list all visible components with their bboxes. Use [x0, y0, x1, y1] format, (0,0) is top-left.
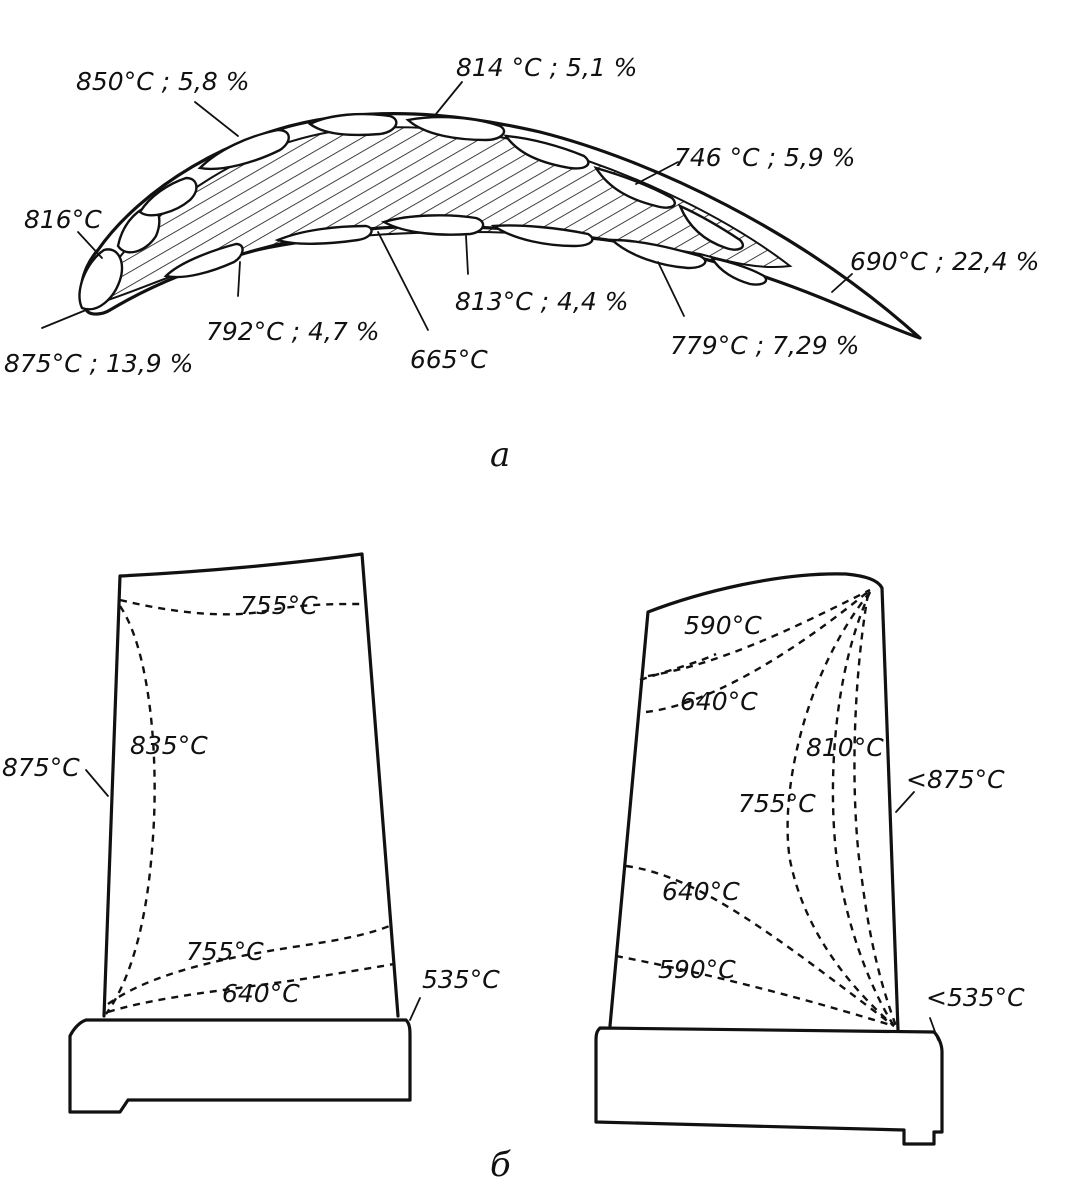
blade-left: 755°C 835°C 875°C 755°C 640°C 535°C [2, 552, 500, 1114]
cooling-channel [490, 224, 594, 248]
label-875c: <875°C [906, 765, 1005, 794]
label-640c: 640°C [680, 687, 758, 716]
blade-right-outline [608, 572, 900, 1032]
cooling-channel [274, 224, 373, 245]
blade-left-outline [102, 552, 400, 1018]
blade-left-isotherms [105, 598, 395, 1015]
airfoil-leaders [41, 81, 853, 331]
label-755c: 755°C [186, 937, 264, 966]
caption-b: б [490, 1145, 511, 1185]
blade-left-root [68, 1018, 412, 1114]
label-850c: 850°C ; 5,8 % [76, 67, 249, 96]
label-755c: 755°C [738, 789, 816, 818]
cooling-channel [163, 242, 244, 279]
label-810c: 810°C [806, 733, 884, 762]
cooling-channel [405, 115, 506, 142]
cooling-channel [197, 128, 290, 171]
cooling-channel [503, 134, 590, 170]
blade-right-root [594, 1026, 944, 1146]
blade-right: 590°C 640°C 810°C 755°C <875°C 640°C 590… [594, 572, 1025, 1146]
label-665c: 665°C [410, 345, 488, 374]
label-792c: 792°C ; 4,7 % [206, 317, 379, 346]
cooling-channel [138, 176, 198, 217]
cooling-channel [307, 112, 398, 137]
airfoil-section: 850°C ; 5,8 % 814 °C ; 5,1 % 746 °C ; 5,… [4, 53, 1039, 475]
cooling-channel [78, 248, 124, 311]
label-835c: 835°C [130, 731, 208, 760]
label-755c: 755°C [240, 591, 318, 620]
cooling-channels [78, 112, 768, 311]
cooling-channel [709, 256, 768, 286]
label-690c: 690°C ; 22,4 % [850, 247, 1039, 276]
label-875c: 875°C ; 13,9 % [4, 349, 193, 378]
caption-a: а [490, 435, 510, 475]
cooling-channel [677, 203, 745, 251]
label-535c: 535°C [422, 965, 500, 994]
label-813c: 813°C ; 4,4 % [455, 287, 628, 316]
label-746c: 746 °C ; 5,9 % [674, 143, 855, 172]
label-816c: 816°C [24, 205, 102, 234]
label-814c: 814 °C ; 5,1 % [456, 53, 637, 82]
label-535c: <535°C [926, 983, 1025, 1012]
label-590c: 590°C [658, 955, 736, 984]
cooling-channel [593, 165, 677, 209]
label-640c: 640°C [222, 979, 300, 1008]
cooling-channel [380, 214, 485, 236]
label-640c: 640°C [662, 877, 740, 906]
label-590c: 590°C [684, 611, 762, 640]
cooling-channel [608, 238, 707, 270]
blade-right-isotherms [615, 588, 898, 1028]
label-875c: 875°C [2, 753, 80, 782]
label-779c: 779°C ; 7,29 % [670, 331, 859, 360]
